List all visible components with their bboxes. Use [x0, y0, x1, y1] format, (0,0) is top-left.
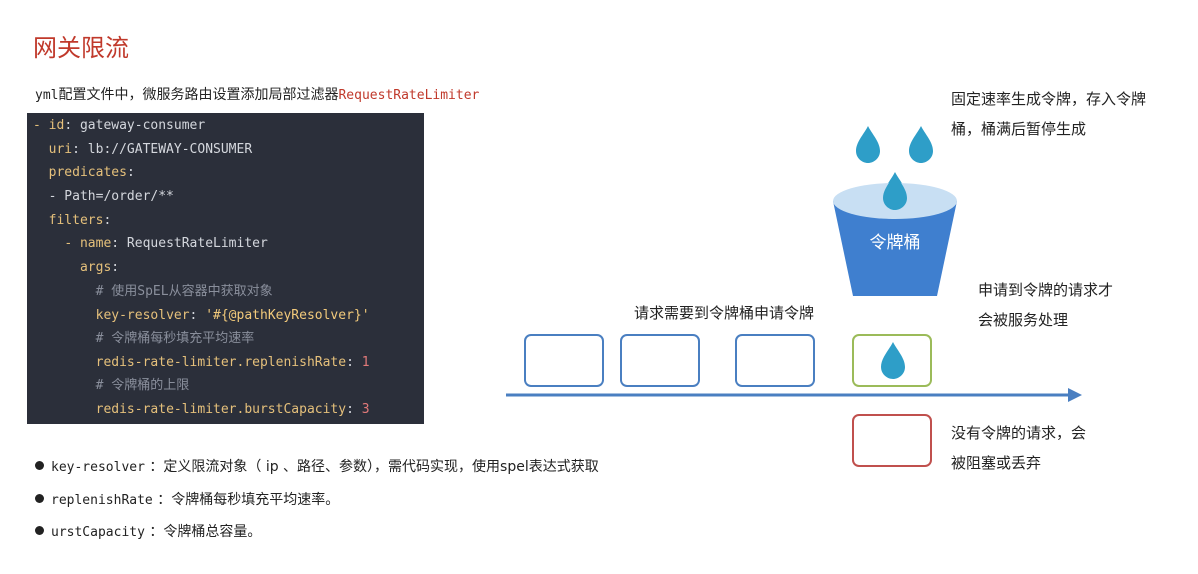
code-line: args: [79, 260, 120, 275]
fixed-rate-text: 固定速率生成令牌，存入令牌 桶，桶满后暂停生成 [951, 90, 1147, 138]
request-box [524, 334, 604, 387]
token-drop-icon [909, 126, 933, 163]
page-title: 网关限流 [33, 34, 129, 62]
arrow-head-icon [1068, 388, 1082, 402]
config-subtitle: yml配置文件中，微服务路由设置添加局部过滤器RequestRateLimite… [35, 84, 479, 104]
request-box [620, 334, 700, 387]
code-line: # 使用SpEL从容器中获取对象 [95, 284, 273, 299]
code-line: predicates: [48, 165, 135, 180]
rejected-request-box [852, 414, 932, 467]
request-box [735, 334, 815, 387]
yaml-code-block: - id: gateway-consumer uri: lb://GATEWAY… [27, 113, 424, 424]
code-line: redis-rate-limiter.burstCapacity: 3 [95, 402, 370, 417]
list-item: replenishRate ：令牌桶每秒填充平均速率。 [35, 489, 339, 509]
list-item: key-resolver ：定义限流对象（ ip 、路径、参数），需代码实现，使… [35, 456, 599, 476]
no-token-text: 没有令牌的请求，会 被阻塞或丢弃 [951, 424, 1087, 472]
bullet-dot-icon [35, 493, 44, 503]
list-item: urstCapacity ：令牌桶总容量。 [35, 521, 261, 541]
token-drop-icon [856, 126, 880, 163]
bucket-body [833, 201, 957, 296]
bucket-label: 令牌桶 [870, 233, 921, 253]
code-line: - id: gateway-consumer [33, 118, 206, 133]
request-text: 请求需要到令牌桶申请令牌 [634, 304, 815, 322]
got-token-text: 申请到令牌的请求才 会被服务处理 [978, 281, 1114, 329]
subtitle-text: 配置文件中，微服务路由设置添加局部过滤器 [58, 87, 339, 103]
bullet-dot-icon [35, 525, 44, 535]
bullet-dot-icon [35, 460, 44, 470]
code-line: filters: [48, 213, 112, 228]
code-line: - name: RequestRateLimiter [64, 236, 268, 251]
code-line: # 令牌桶每秒填充平均速率 [95, 331, 255, 346]
code-line: # 令牌桶的上限 [95, 378, 190, 393]
code-line: uri: lb://GATEWAY-CONSUMER [48, 142, 253, 157]
code-line: - Path=/order/** [48, 189, 174, 204]
subtitle-filter-name: RequestRateLimiter [338, 88, 480, 103]
code-line: redis-rate-limiter.replenishRate: 1 [95, 355, 370, 370]
subtitle-prefix: yml [35, 88, 59, 103]
token-drop-icon [883, 173, 907, 210]
code-line: key-resolver: '#{@pathKeyResolver}' [95, 308, 370, 323]
